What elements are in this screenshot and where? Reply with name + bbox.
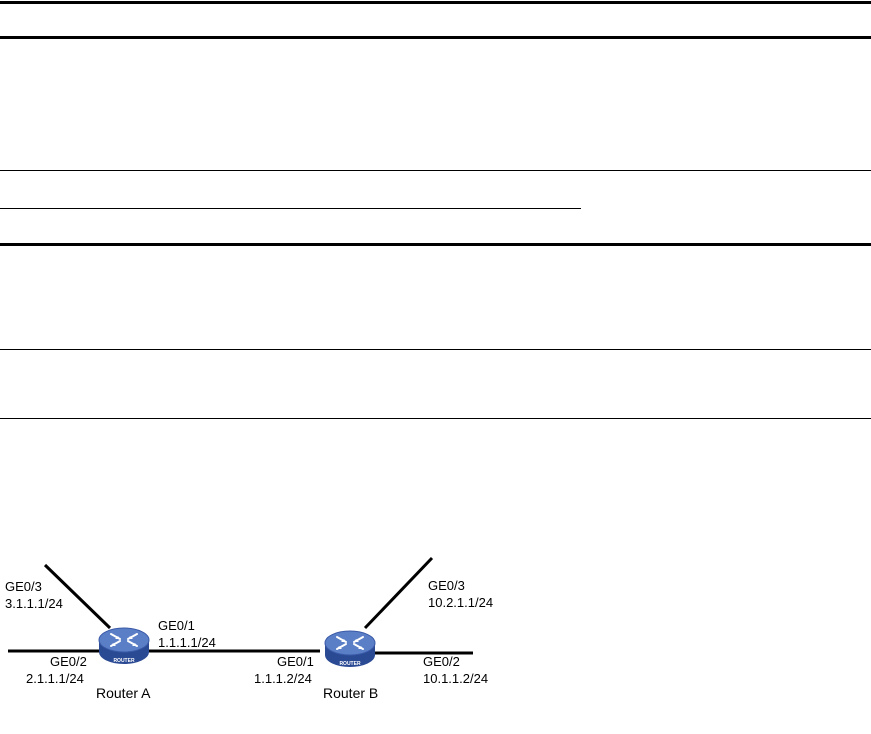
router-b-ge01-ip: 1.1.1.2/24 xyxy=(254,671,312,686)
router-a-ge03-port: GE0/3 xyxy=(5,579,42,594)
router-b-logo-text: ROUTER xyxy=(339,661,361,667)
router-a-ge03-ip: 3.1.1.1/24 xyxy=(5,596,63,611)
router-b-ge03-port: GE0/3 xyxy=(428,578,465,593)
router-a-ge01-port: GE0/1 xyxy=(158,618,195,633)
router-a-logo-text: ROUTER xyxy=(113,658,135,664)
table2-row-rule xyxy=(0,349,871,350)
link-routera-ge03 xyxy=(43,563,112,630)
router-b-ge03-ip: 10.2.1.1/24 xyxy=(428,595,493,610)
router-b-ge02-port: GE0/2 xyxy=(423,654,460,669)
router-a-ge01-ip: 1.1.1.1/24 xyxy=(158,635,216,650)
table-top-rule xyxy=(0,1,871,4)
link-routerb-ge03 xyxy=(363,556,434,630)
table2-bottom-rule xyxy=(0,418,871,419)
router-a-ge02-port: GE0/2 xyxy=(50,654,87,669)
router-b-icon: ROUTER xyxy=(324,630,376,668)
router-b-ge01-port: GE0/1 xyxy=(277,654,314,669)
router-b-ge02-ip: 10.1.1.2/24 xyxy=(423,671,488,686)
router-a-ge02-ip: 2.1.1.1/24 xyxy=(26,671,84,686)
router-a-icon: ROUTER xyxy=(98,627,150,665)
table-header-rule xyxy=(0,36,871,39)
table-row-rule xyxy=(0,170,871,171)
table2-top-rule xyxy=(0,243,871,246)
router-a-label: Router A xyxy=(96,685,151,701)
table-footnote-rule xyxy=(0,208,581,209)
router-b-label: Router B xyxy=(323,685,378,701)
